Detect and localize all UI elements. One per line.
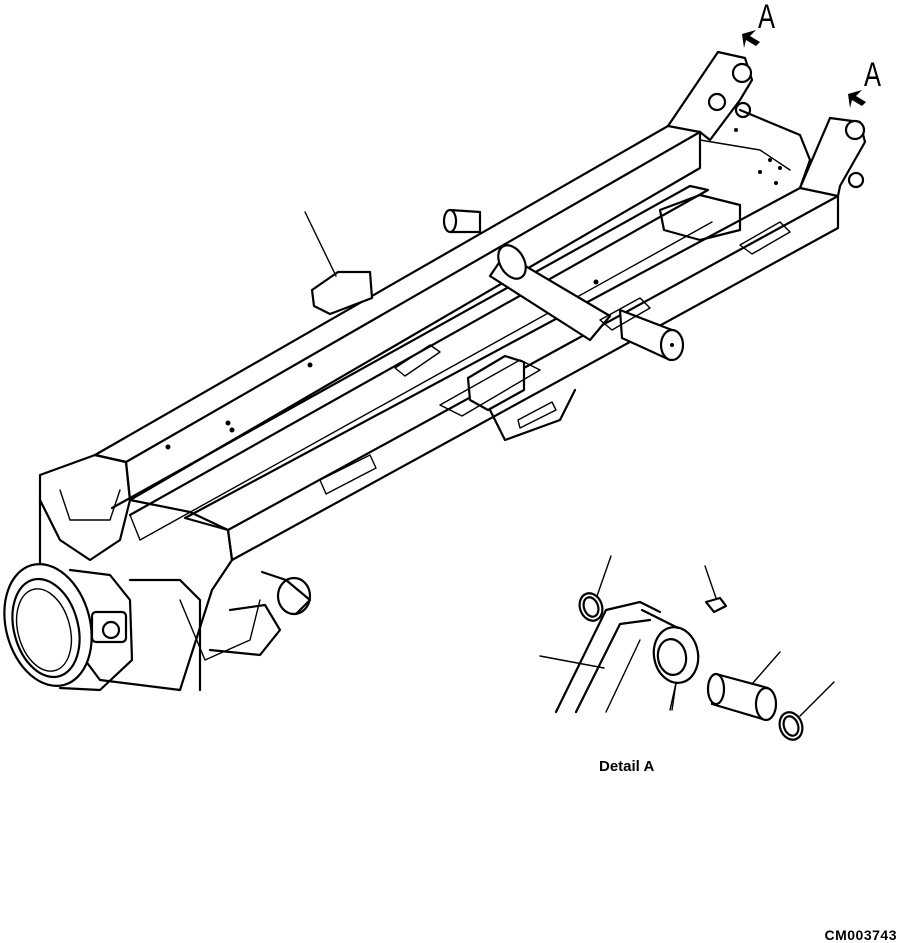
frame-bracket-leader xyxy=(304,211,337,277)
bracket-leader xyxy=(539,655,605,669)
view-arrow-1 xyxy=(742,30,760,48)
pin-leader xyxy=(751,651,781,685)
main-frame-outline xyxy=(3,50,867,692)
bushing-leader xyxy=(669,682,677,711)
drawing-code: CM003743 xyxy=(824,927,897,943)
detail-a-view xyxy=(539,555,835,741)
view-marker-letter-1: A xyxy=(758,0,776,36)
snap-ring-right-leader xyxy=(799,681,835,717)
detail-caption: Detail A xyxy=(599,758,655,775)
view-arrow-2 xyxy=(848,90,866,108)
snap-ring-leader xyxy=(596,555,612,597)
view-marker-letter-2: A xyxy=(864,56,882,94)
grease-fitting-leader xyxy=(704,565,717,599)
